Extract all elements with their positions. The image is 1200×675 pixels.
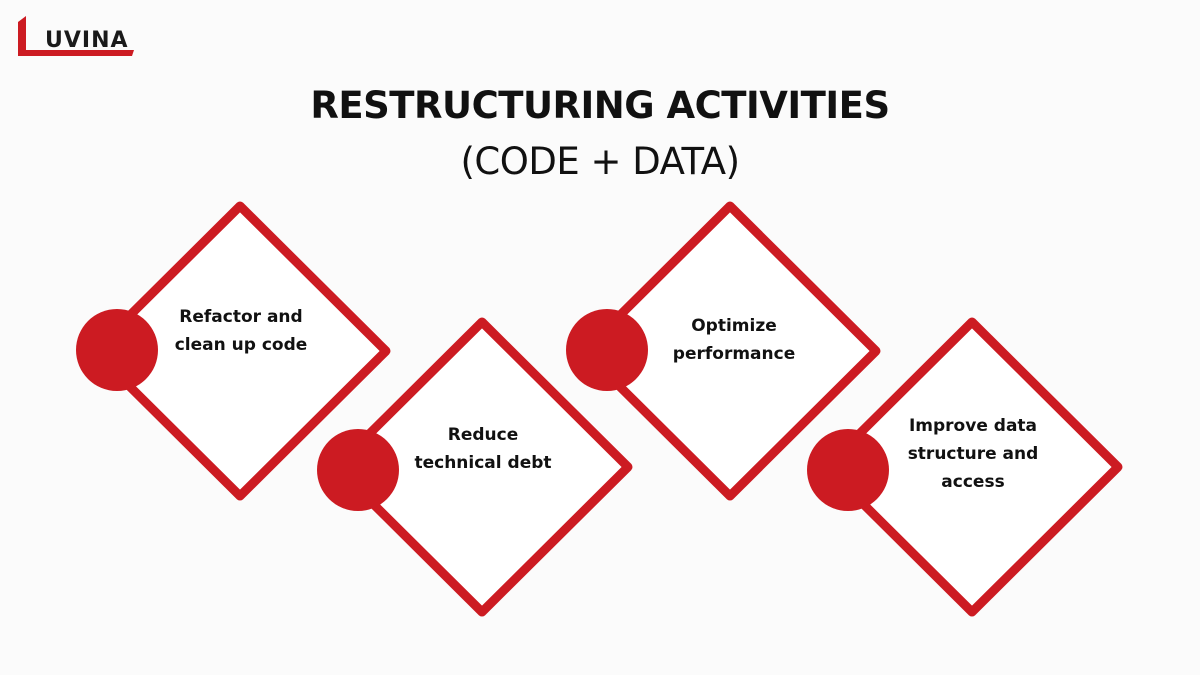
luvina-logo: UVINA <box>16 14 136 62</box>
activity-label-2: Reduce technical debt <box>414 425 552 473</box>
activity-label-3: Optimize performance <box>672 316 796 364</box>
step-marker-3-icon <box>566 309 648 391</box>
diamond-1 <box>89 201 391 501</box>
activity-label-4: Improve data structure and access <box>907 416 1039 492</box>
diamond-4 <box>821 317 1123 617</box>
step-marker-1-icon <box>76 309 158 391</box>
page-subtitle: (CODE + DATA) <box>460 140 740 183</box>
page-title: RESTRUCTURING ACTIVITIES <box>310 84 890 127</box>
diamond-2 <box>331 317 633 617</box>
diamond-3 <box>579 201 881 501</box>
logo-l-mark-icon <box>18 16 134 56</box>
logo-text: UVINA <box>45 28 129 53</box>
step-marker-4-icon <box>807 429 889 511</box>
activity-label-1: Refactor and clean up code <box>174 307 308 355</box>
step-marker-2-icon <box>317 429 399 511</box>
